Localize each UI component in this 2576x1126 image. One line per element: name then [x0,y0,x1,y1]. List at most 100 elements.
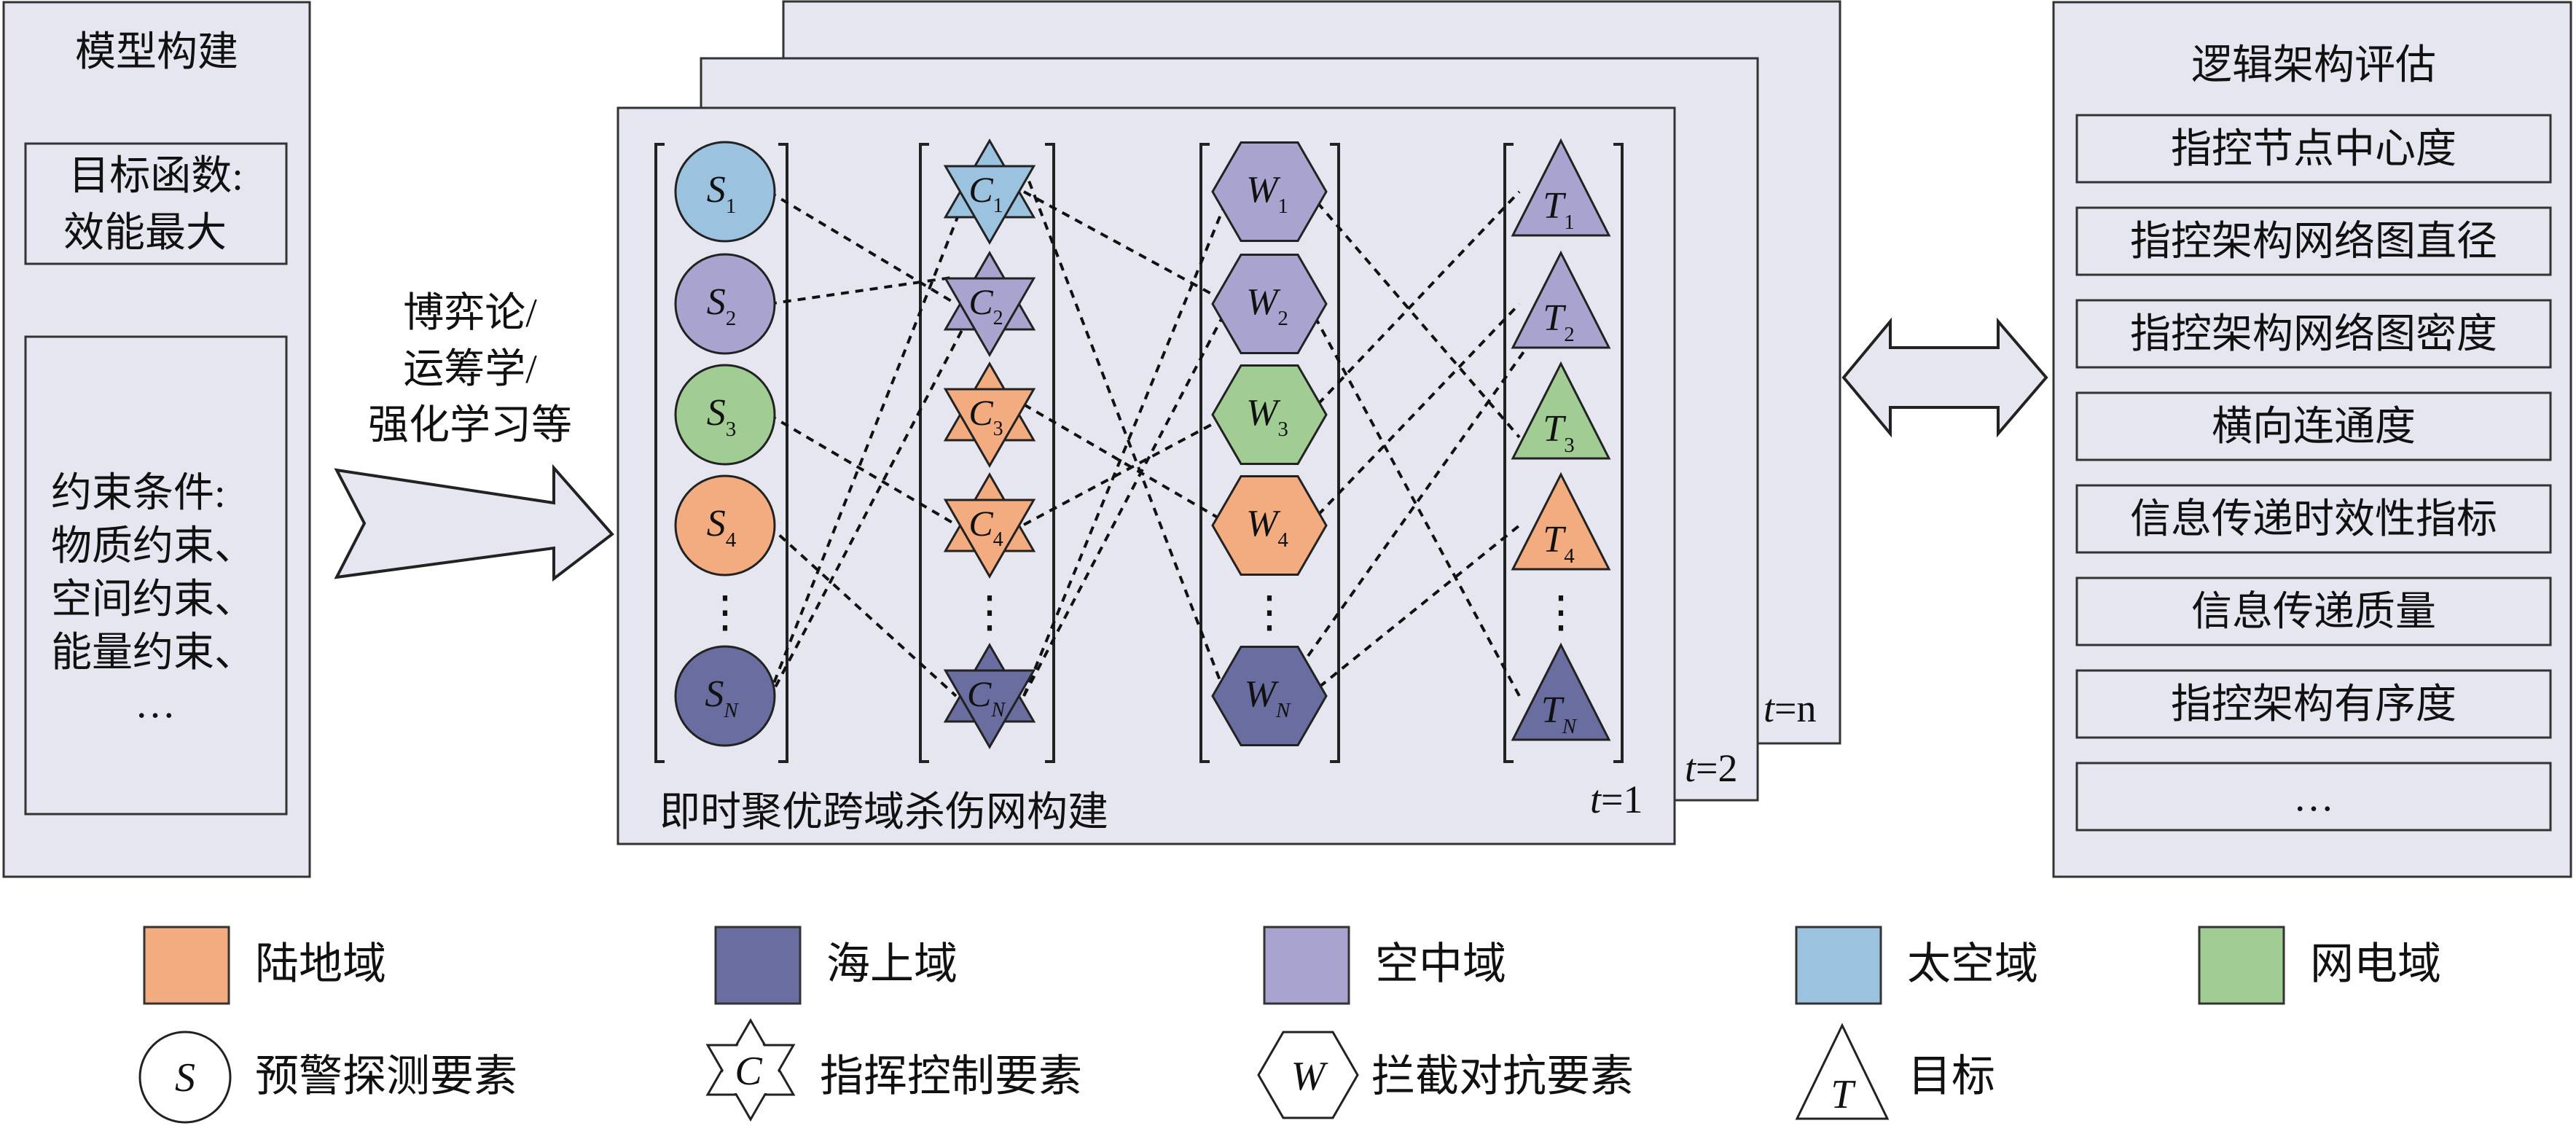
constraint-line: 空间约束、 [51,577,255,622]
legend-domain-label: 海上域 [826,940,958,988]
connection-line [1307,190,1521,416]
evaluation-item-box [2075,299,2552,369]
targets-node: TN [1511,642,1611,741]
connection-line [768,275,957,305]
targets-node: T1 [1511,138,1611,237]
legend-element-label: 目标 [1908,1052,1995,1100]
connection-line [1022,403,1232,526]
node-label: T1 [1543,185,1574,234]
sensors-node: S2 [674,253,776,355]
evaluation-item: 指控架构网络图直径 [2130,219,2497,265]
legend-domain-label: 陆地域 [255,940,386,988]
evaluation-item-box [2075,762,2552,832]
evaluation-item: 指控节点中心度 [2171,127,2456,172]
connection-line [767,190,958,305]
legend-symbol: S [175,1055,195,1100]
weapons-node: W2 [1211,253,1328,355]
evaluation-item: 信息传递质量 [2191,590,2436,635]
legend-element-label: 拦截对抗要素 [1371,1052,1634,1100]
evaluation-item-box [2075,484,2552,554]
constraint-line: 能量约束、 [51,630,255,676]
commanders-node: C3 [943,361,1036,469]
legend-domain-label: 网电域 [2310,940,2441,988]
connection-line [1307,302,1521,527]
node-label: C4 [968,503,1003,551]
objective-line-2: 效能最大 [63,211,227,256]
node-label: SN [705,673,739,722]
connection-line [1023,190,1231,305]
ellipsis: ⋮ [1539,588,1583,636]
sensors-node: S3 [674,364,776,466]
legend-swatch [1795,926,1882,1005]
node-label: W2 [1246,281,1288,330]
targets-node: T3 [1511,361,1611,460]
model-building-panel: 模型构建 目标函数: 效能最大 约束条件: 物质约束、 空间约束、 能量约束、 … [2,1,311,878]
logic-evaluation-panel: 逻辑架构评估 指控节点中心度指控架构网络图直径指控架构网络图密度横向连通度信息传… [2052,1,2572,878]
sensor-symbol-icon [138,1031,232,1124]
node-label: T2 [1543,297,1574,346]
connection-line [767,524,958,697]
evaluation-item: 指控架构网络图密度 [2130,312,2497,357]
evaluation-item: 横向连通度 [2212,404,2416,450]
targets-node: T2 [1511,250,1611,349]
connection-line [767,302,978,700]
ellipsis: ⋮ [703,588,747,636]
connection-lines [767,167,1532,708]
evaluation-item-box [2075,114,2552,184]
node-label: WN [1245,673,1291,722]
node-label: TN [1541,689,1578,738]
legend-symbol: C [735,1049,762,1094]
node-label: W1 [1246,169,1288,218]
evaluation-item-box [2075,669,2552,739]
node-label: S1 [707,169,737,218]
sensors-node: SN [674,645,776,747]
node-label: T3 [1543,408,1574,457]
connection-line [767,413,958,526]
time-label-1: t=1 [1590,778,1643,821]
weapons-node: W3 [1211,364,1328,466]
legend-swatch [714,926,802,1005]
node-label: T4 [1543,519,1575,568]
node-label: W3 [1246,392,1288,441]
node-label: C2 [968,281,1003,329]
node-label: W4 [1246,503,1288,552]
weapons-node: W1 [1211,141,1328,243]
evaluation-item-box [2075,206,2552,276]
legend-symbol: T [1831,1072,1856,1117]
right-arrow-icon [334,464,614,582]
connection-line [1022,191,1232,697]
column-brackets [654,143,1624,763]
ellipsis: ⋮ [1248,588,1291,636]
constraint-line: 物质约束、 [51,524,255,569]
connection-line [1023,413,1231,526]
ellipsis: ⋮ [968,588,1011,636]
constraint-line: 约束条件: [51,471,226,516]
node-label: S2 [707,281,737,330]
method-line: 运筹学/ [403,347,537,392]
time-label-2: t=2 [1685,746,1737,790]
legend-domain-label: 太空域 [1907,940,2038,988]
evaluation-item: … [2293,775,2334,820]
legend-swatch [2198,926,2285,1005]
legend-symbol: W [1291,1054,1328,1099]
connection-line [1307,303,1521,697]
method-line: 强化学习等 [368,403,572,448]
commanders-node: C2 [943,250,1036,358]
legend-swatch [1263,926,1350,1005]
connection-line [1022,302,1232,697]
node-label: CN [967,673,1006,722]
legend-element-label: 指挥控制要素 [820,1052,1082,1100]
double-arrow-icon [1841,317,2048,438]
evaluation-item-box [2075,576,2552,646]
evaluation-item-box [2075,391,2552,461]
sensors-node: S4 [674,474,776,576]
kill-web-nodes: S1S2S3S4SN⋮C1C2C3C4CN⋮W1W2W3W4WN⋮T1T2T3T… [674,138,1611,750]
kill-web-caption: 即时聚优跨域杀伤网构建 [659,790,1108,835]
weapons-node: W4 [1211,474,1328,576]
commanders-node: CN [943,642,1036,750]
commanders-node: C4 [943,472,1036,579]
connection-line [767,196,967,697]
objective-box [24,142,288,265]
weapons-node: WN [1211,645,1328,747]
